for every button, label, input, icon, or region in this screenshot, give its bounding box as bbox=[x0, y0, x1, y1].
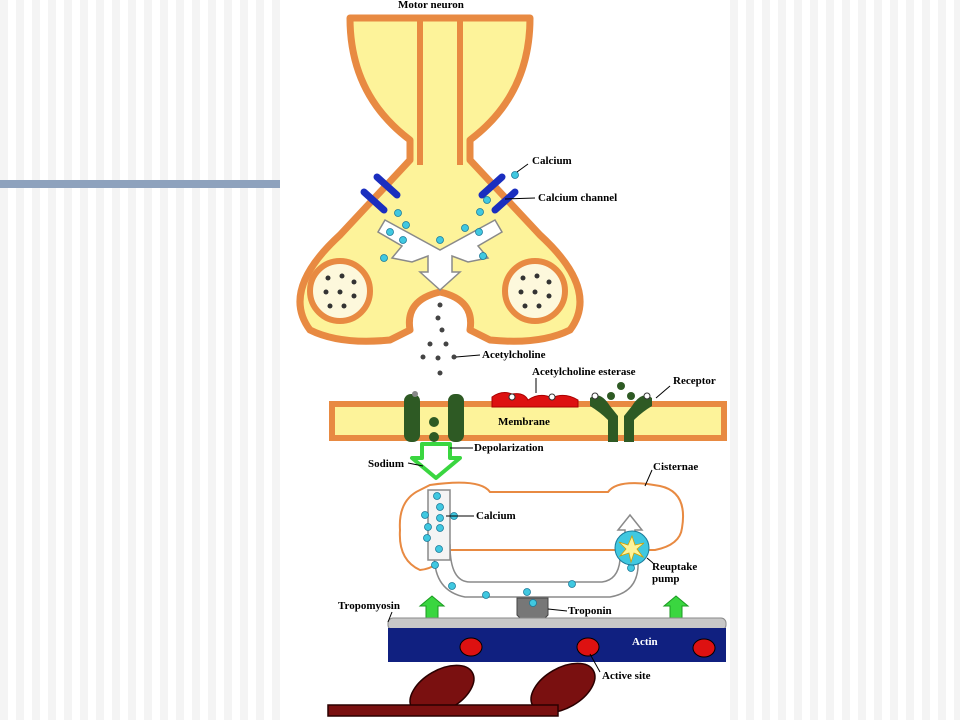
calcium-ions-cisternae bbox=[421, 492, 635, 599]
actin-filament bbox=[388, 628, 726, 662]
label-depolarization: Depolarization bbox=[474, 442, 544, 454]
acetylcholine-molecules bbox=[420, 302, 457, 376]
label-acetylcholine-esterase: Acetylcholine esterase bbox=[532, 366, 636, 378]
label-membrane: Membrane bbox=[498, 416, 550, 428]
motor-neuron-terminal bbox=[296, 14, 584, 345]
leader-lines bbox=[387, 163, 671, 673]
label-actin: Actin bbox=[632, 636, 658, 648]
calcium-influx-arrow bbox=[376, 218, 504, 292]
calcium-ions-terminal bbox=[380, 171, 519, 262]
release-arrow-right bbox=[662, 595, 690, 619]
background-stripes-right bbox=[730, 0, 960, 720]
label-calcium-cisternae: Calcium bbox=[476, 510, 516, 522]
sodium-channel bbox=[404, 391, 464, 442]
label-cisternae: Cisternae bbox=[653, 461, 699, 473]
acetylcholine-esterase bbox=[491, 392, 579, 408]
release-arrow-left bbox=[418, 595, 446, 619]
background-stripes-left bbox=[0, 0, 280, 720]
label-tropomyosin: Tropomyosin bbox=[338, 600, 400, 612]
label-sodium: Sodium bbox=[368, 458, 405, 470]
vesicle-right bbox=[502, 258, 568, 324]
reuptake-pump bbox=[614, 530, 650, 566]
label-calcium-top: Calcium bbox=[532, 155, 572, 167]
label-active-site: Active site bbox=[602, 670, 651, 682]
calcium-channel-left bbox=[360, 173, 401, 214]
neuromuscular-junction-diagram: Motor neuron Calcium Calcium channel Ace… bbox=[280, 0, 730, 720]
receptor bbox=[590, 382, 652, 442]
troponin-calcium-ion bbox=[529, 599, 537, 607]
label-troponin: Troponin bbox=[568, 605, 612, 617]
vesicle-left bbox=[307, 258, 373, 324]
calcium-return-channel bbox=[433, 544, 639, 598]
calcium-channel-right bbox=[478, 173, 519, 214]
label-motor-neuron: Motor neuron bbox=[398, 0, 464, 11]
depolarization-arrow bbox=[410, 442, 462, 480]
diagram-graphic bbox=[296, 14, 727, 717]
myosin-heads bbox=[327, 662, 596, 717]
cisternae bbox=[398, 481, 684, 572]
label-reuptake-pump: Reuptake pump bbox=[652, 561, 698, 585]
active-sites bbox=[459, 637, 716, 658]
label-acetylcholine: Acetylcholine bbox=[482, 349, 546, 361]
label-receptor: Receptor bbox=[673, 375, 716, 387]
accent-bar bbox=[0, 180, 282, 188]
label-calcium-channel: Calcium channel bbox=[538, 192, 618, 204]
